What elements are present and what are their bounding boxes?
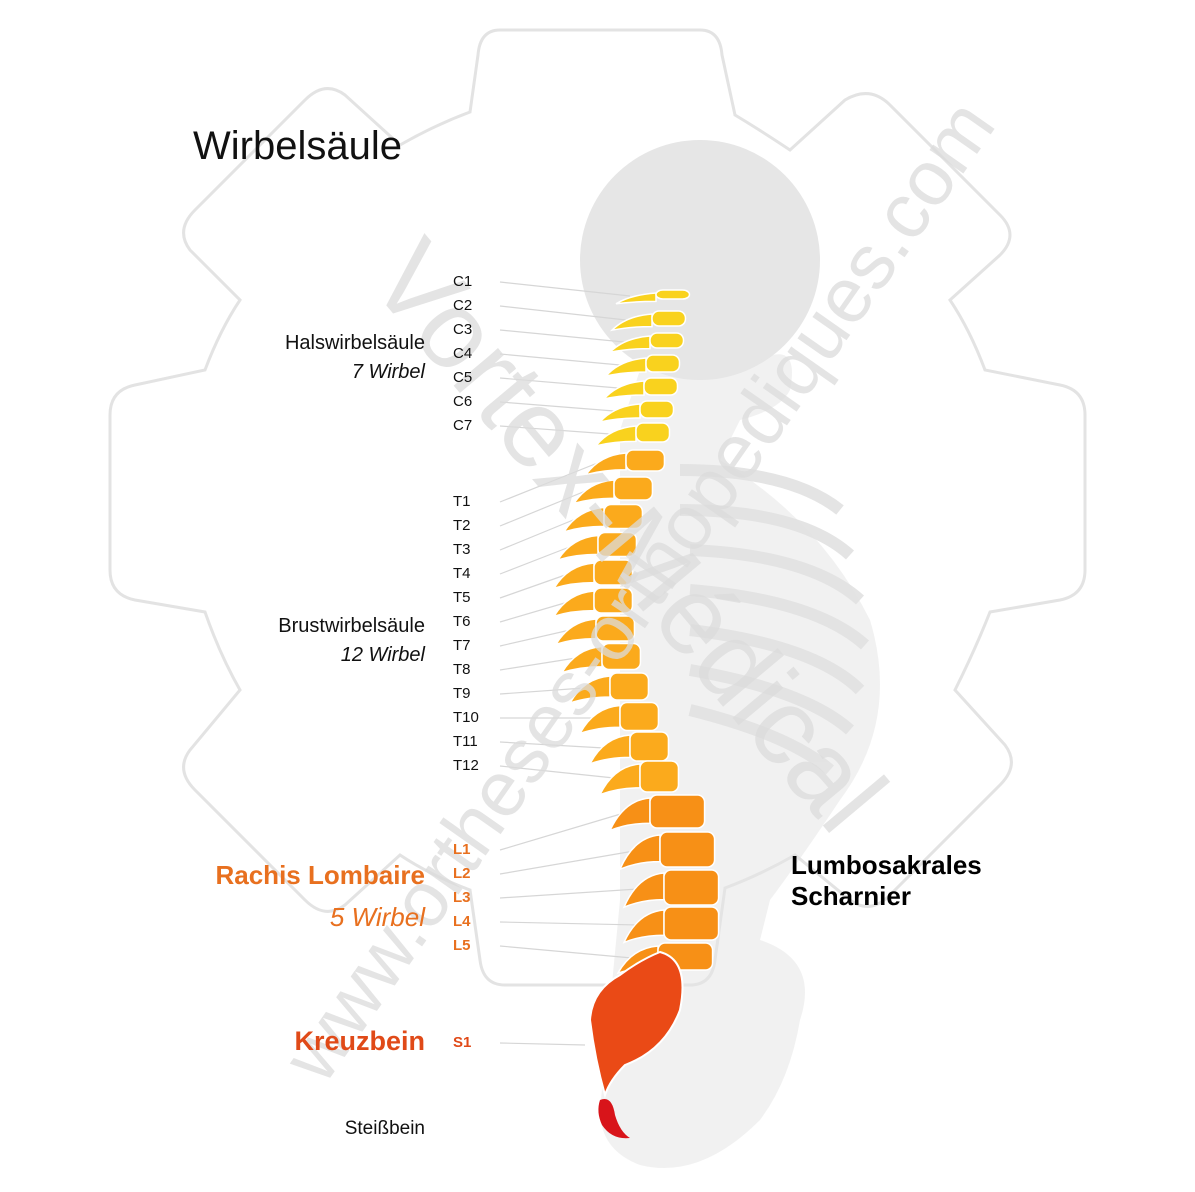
region-lumbar-count: 5 Wirbel (329, 902, 425, 932)
vertebra-label-t9: T9 (453, 685, 471, 702)
vertebra-t6 (552, 587, 634, 618)
region-cervical: Halswirbelsäule 7 Wirbel (285, 329, 425, 387)
vertebra-t12 (598, 760, 680, 796)
vertebra-label-l2: L2 (453, 865, 471, 882)
leader-line-c4 (499, 353, 621, 366)
vertebra-label-t10: T10 (453, 709, 479, 726)
region-thoracic: Brustwirbelsäule 12 Wirbel (278, 612, 425, 670)
leader-line-c2 (499, 305, 627, 321)
vertebra-label-t7: T7 (453, 637, 471, 654)
vertebra-label-t11: T11 (453, 733, 478, 750)
vertebra-l1 (608, 794, 706, 832)
vertebra-label-t8: T8 (453, 661, 471, 678)
leader-line-t12 (499, 765, 615, 779)
region-cervical-name: Halswirbelsäule (284, 332, 425, 354)
vertebra-t2 (572, 476, 654, 505)
vertebra-c2 (609, 310, 687, 332)
leader-line-c5 (499, 377, 619, 389)
leader-line-l2 (499, 850, 635, 875)
vertebra-label-l4: L4 (453, 913, 471, 930)
vertebra-t10 (578, 701, 660, 735)
leader-line-t6 (499, 601, 569, 623)
vertebra-t1 (584, 449, 666, 476)
lumbosacral-hinge-label: Lumbosakrales Scharnier (791, 850, 982, 912)
leader-line-t11 (499, 741, 605, 749)
vertebra-label-t4: T4 (453, 565, 471, 582)
vertebra-label-c7: C7 (453, 417, 473, 434)
leader-line-t8 (499, 657, 577, 671)
vertebra-c3 (607, 332, 685, 354)
vertebra-c7 (594, 422, 671, 448)
leader-line-t2 (499, 489, 589, 527)
vertebra-label-c1: C1 (453, 273, 473, 290)
leader-line-t1 (499, 461, 601, 503)
sacrum-shape (588, 950, 684, 1099)
region-thoracic-count: 12 Wirbel (340, 644, 425, 666)
vertebra-label-c6: C6 (453, 393, 473, 410)
leader-line-l4 (499, 921, 639, 926)
leader-line-l1 (499, 812, 625, 851)
leader-line-c6 (499, 401, 615, 412)
vertebra-l2 (618, 831, 716, 871)
vertebra-t11 (588, 731, 670, 766)
hinge-line1: Lumbosakrales (791, 850, 982, 880)
vertebra-l3 (622, 869, 720, 909)
vertebra-c6 (597, 400, 675, 424)
vertebra-label-t1: T1 (453, 493, 471, 510)
vertebra-c4 (603, 354, 681, 378)
leader-line-t4 (499, 545, 573, 575)
region-lumbar: Rachis Lombaire 5 Wirbel (215, 854, 425, 938)
vertebra-c1 (615, 289, 691, 305)
coccyx-shape (598, 1099, 630, 1139)
vertebra-l4 (622, 906, 720, 944)
leader-line-l5 (499, 945, 633, 959)
vertebra-label-t2: T2 (453, 517, 471, 534)
leader-line-s1 (499, 1042, 586, 1046)
region-thoracic-name: Brustwirbelsäule (278, 615, 425, 637)
hinge-line2: Scharnier (791, 881, 911, 911)
vertebra-label-t12: T12 (453, 757, 479, 774)
region-coccyx-name: Steißbein (344, 1118, 425, 1139)
vertebra-label-c2: C2 (453, 297, 473, 314)
leader-line-c3 (499, 329, 625, 343)
vertebra-t8 (560, 642, 642, 674)
leader-line-t5 (499, 573, 569, 599)
region-lumbar-name: Rachis Lombaire (215, 860, 425, 890)
leader-line-c1 (499, 281, 631, 297)
region-sacrum-name: Kreuzbein (294, 1026, 425, 1056)
vertebra-t7 (554, 615, 636, 646)
leader-line-t9 (499, 687, 585, 695)
vertebra-label-l3: L3 (453, 889, 471, 906)
leader-line-t3 (499, 517, 579, 551)
vertebra-label-t3: T3 (453, 541, 471, 558)
leader-line-l3 (499, 888, 639, 899)
vertebra-label-l5: L5 (453, 937, 471, 954)
vertebra-label-t5: T5 (453, 589, 471, 606)
vertebra-t3 (562, 503, 644, 534)
vertebra-label-l1: L1 (453, 841, 471, 858)
leader-line-c7 (499, 425, 611, 435)
vertebra-t5 (552, 559, 634, 590)
vertebra-label-c3: C3 (453, 321, 473, 338)
region-cervical-count: 7 Wirbel (351, 361, 425, 383)
page-title: Wirbelsäule (193, 124, 402, 168)
leader-line-t7 (499, 629, 571, 647)
vertebra-label-c5: C5 (453, 369, 473, 386)
vertebra-label-s1: S1 (453, 1034, 472, 1051)
vertebra-label-t6: T6 (453, 613, 471, 630)
vertebra-t9 (568, 672, 650, 705)
vertebra-label-c4: C4 (453, 345, 473, 362)
vertebra-t4 (556, 531, 638, 562)
vertebra-c5 (601, 377, 679, 401)
